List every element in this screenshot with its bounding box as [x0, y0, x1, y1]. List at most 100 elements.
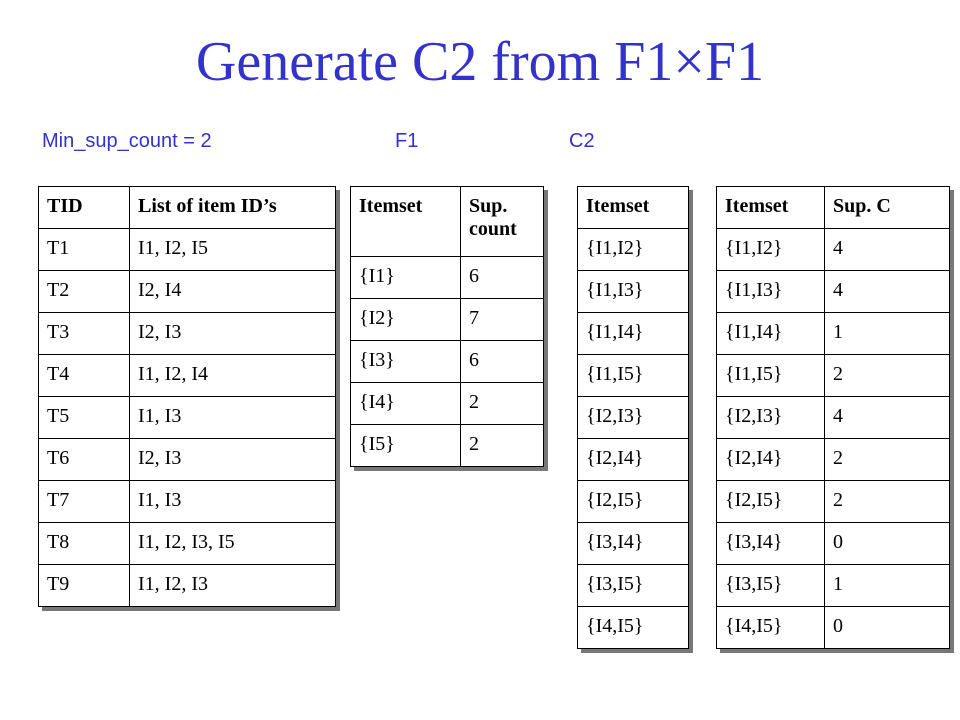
table-cell: {I3,I4}: [577, 522, 689, 565]
table-cell: 2: [460, 382, 544, 425]
table-cell: {I2}: [350, 298, 461, 341]
table-cell: {I1}: [350, 256, 461, 299]
table-cell: {I1,I3}: [577, 270, 689, 313]
table-cell: {I4}: [350, 382, 461, 425]
table-cell: T8: [38, 522, 130, 565]
c2-label: C2: [569, 130, 595, 152]
table-cell: T4: [38, 354, 130, 397]
table-row: {I1,I4}1: [716, 312, 950, 355]
table-cell: {I1,I5}: [716, 354, 825, 397]
table-header-row: Itemset Sup. count: [350, 186, 544, 257]
table-row: {I3,I5}1: [716, 564, 950, 607]
table-cell: {I5}: [350, 424, 461, 467]
table-cell: {I4,I5}: [716, 606, 825, 649]
table-cell: T9: [38, 564, 130, 607]
table-row: {I1}6: [350, 256, 544, 299]
table-cell: 0: [824, 522, 950, 565]
table-row: {I4,I5}: [577, 606, 689, 649]
table-cell: {I2,I3}: [716, 396, 825, 439]
table-row: {I2,I3}: [577, 396, 689, 439]
table-cell: T2: [38, 270, 130, 313]
table-cell: 2: [824, 480, 950, 523]
table-cell: 0: [824, 606, 950, 649]
table-cell: T5: [38, 396, 130, 439]
f1-label: F1: [395, 130, 419, 152]
table-cell: {I1,I3}: [716, 270, 825, 313]
table-row: {I4}2: [350, 382, 544, 425]
table-cell: I1, I2, I3: [129, 564, 336, 607]
column-header: Itemset: [716, 186, 825, 229]
table-header-row: Itemset: [577, 186, 689, 229]
table-cell: {I1,I4}: [716, 312, 825, 355]
table-cell: {I2,I5}: [716, 480, 825, 523]
table-cell: {I2,I3}: [577, 396, 689, 439]
table-cell: I1, I2, I3, I5: [129, 522, 336, 565]
table-cell: {I3}: [350, 340, 461, 383]
table-cell: I2, I4: [129, 270, 336, 313]
table-cell: 4: [824, 228, 950, 271]
table-row: {I1,I4}: [577, 312, 689, 355]
table-cell: {I3,I5}: [577, 564, 689, 607]
table-cell: 6: [460, 340, 544, 383]
f1-table: Itemset Sup. count {I1}6{I2}7{I3}6{I4}2{…: [350, 186, 544, 467]
table-cell: 1: [824, 564, 950, 607]
table-cell: 2: [824, 438, 950, 481]
table-cell: {I3,I5}: [716, 564, 825, 607]
table-row: {I3,I4}: [577, 522, 689, 565]
c2-itemset-table: Itemset {I1,I2}{I1,I3}{I1,I4}{I1,I5}{I2,…: [577, 186, 689, 649]
table-cell: {I3,I4}: [716, 522, 825, 565]
table-header-row: Itemset Sup. C: [716, 186, 950, 229]
table-cell: I1, I2, I5: [129, 228, 336, 271]
table-header-row: TID List of item ID’s: [38, 186, 336, 229]
column-header: Itemset: [577, 186, 689, 229]
table-row: {I2,I4}2: [716, 438, 950, 481]
table-cell: 2: [824, 354, 950, 397]
table-row: {I1,I3}: [577, 270, 689, 313]
table-cell: I1, I3: [129, 396, 336, 439]
table-row: {I1,I3}4: [716, 270, 950, 313]
table-row: {I1,I2}4: [716, 228, 950, 271]
table-cell: {I1,I2}: [577, 228, 689, 271]
c2-count-table: Itemset Sup. C {I1,I2}4{I1,I3}4{I1,I4}1{…: [716, 186, 950, 649]
table-cell: {I1,I4}: [577, 312, 689, 355]
table-row: {I2,I4}: [577, 438, 689, 481]
table-row: {I2,I5}: [577, 480, 689, 523]
table-cell: T1: [38, 228, 130, 271]
table-cell: {I2,I4}: [577, 438, 689, 481]
table-cell: 2: [460, 424, 544, 467]
table-row: {I3,I5}: [577, 564, 689, 607]
table-row: {I4,I5}0: [716, 606, 950, 649]
column-header: Sup. C: [824, 186, 950, 229]
table-row: {I1,I2}: [577, 228, 689, 271]
column-header: List of item ID’s: [129, 186, 336, 229]
table-row: {I2,I5}2: [716, 480, 950, 523]
table-row: {I1,I5}2: [716, 354, 950, 397]
table-row: {I1,I5}: [577, 354, 689, 397]
table-cell: {I4,I5}: [577, 606, 689, 649]
table-cell: {I2,I4}: [716, 438, 825, 481]
table-row: {I3}6: [350, 340, 544, 383]
table-cell: {I2,I5}: [577, 480, 689, 523]
column-header: Sup. count: [460, 186, 544, 257]
table-row: {I2}7: [350, 298, 544, 341]
table-cell: 1: [824, 312, 950, 355]
table-row: {I2,I3}4: [716, 396, 950, 439]
slide-title: Generate C2 from F1×F1: [195, 31, 765, 93]
table-row: {I5}2: [350, 424, 544, 467]
table-cell: 4: [824, 396, 950, 439]
min-sup-label: Min_sup_count = 2: [42, 130, 212, 152]
column-header: TID: [38, 186, 130, 229]
table-cell: T6: [38, 438, 130, 481]
table-cell: 6: [460, 256, 544, 299]
table-cell: T3: [38, 312, 130, 355]
table-cell: I2, I3: [129, 312, 336, 355]
table-cell: I1, I2, I4: [129, 354, 336, 397]
